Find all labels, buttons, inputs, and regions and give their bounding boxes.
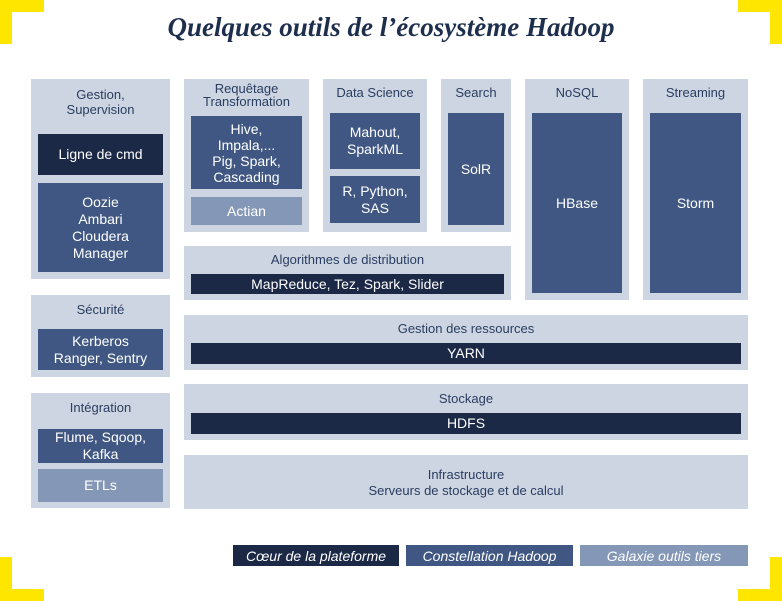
box-solr: SolR bbox=[448, 113, 504, 225]
panel-label: Stockage bbox=[438, 391, 494, 406]
panel-label: Data Science bbox=[336, 85, 414, 100]
panel-label: Algorithmes de distribution bbox=[270, 252, 425, 267]
panel-label: Requêtage Transformation bbox=[203, 81, 290, 109]
box-etls: ETLs bbox=[38, 469, 163, 502]
panel-label: Search bbox=[455, 85, 497, 100]
box-actian: Actian bbox=[191, 197, 302, 225]
box-hdfs: HDFS bbox=[191, 413, 741, 434]
box-kerberos: Kerberos Ranger, Sentry bbox=[38, 329, 163, 370]
panel-label: Infrastructure Serveurs de stockage et d… bbox=[368, 467, 564, 498]
panel-label: Gestion, Supervision bbox=[66, 87, 135, 117]
legend-galaxie: Galaxie outils tiers bbox=[580, 545, 748, 566]
legend-constellation: Constellation Hadoop bbox=[406, 545, 573, 566]
box-r-python-sas: R, Python, SAS bbox=[330, 176, 420, 223]
panel-label: Gestion des ressources bbox=[397, 321, 535, 336]
panel-nosql: NoSQL HBase bbox=[525, 79, 629, 300]
box-mahout-sparkml: Mahout, SparkML bbox=[330, 113, 420, 169]
panel-gestion: Gestion, Supervision Ligne de cmd Oozie … bbox=[31, 79, 170, 279]
panel-label: Intégration bbox=[69, 400, 132, 415]
diagram-title: Quelques outils de l’écosystème Hadoop bbox=[167, 12, 615, 42]
box-ligne-de-cmd: Ligne de cmd bbox=[38, 134, 163, 175]
panel-streaming: Streaming Storm bbox=[643, 79, 748, 300]
panel-label: NoSQL bbox=[555, 85, 599, 100]
panel-label: Streaming bbox=[665, 85, 726, 100]
corner-top-left bbox=[0, 0, 12, 44]
box-yarn: YARN bbox=[191, 343, 741, 364]
box-oozie-ambari: Oozie Ambari Cloudera Manager bbox=[38, 183, 163, 272]
panel-infrastructure: Infrastructure Serveurs de stockage et d… bbox=[184, 455, 748, 509]
panel-data-science: Data Science Mahout, SparkML R, Python, … bbox=[323, 79, 427, 232]
panel-requetage: Requêtage Transformation Hive, Impala,..… bbox=[184, 79, 309, 232]
box-storm: Storm bbox=[650, 113, 741, 293]
box-flume-sqoop: Flume, Sqoop, Kafka bbox=[38, 429, 163, 463]
box-mapreduce: MapReduce, Tez, Spark, Slider bbox=[191, 274, 504, 294]
panel-stockage: Stockage HDFS bbox=[184, 384, 748, 440]
panel-search: Search SolR bbox=[441, 79, 511, 232]
legend-core: Cœur de la plateforme bbox=[233, 545, 399, 566]
box-hive-impala: Hive, Impala,... Pig, Spark, Cascading bbox=[191, 116, 302, 189]
panel-algorithmes: Algorithmes de distribution MapReduce, T… bbox=[184, 246, 511, 300]
corner-top-right bbox=[770, 0, 782, 44]
panel-label: Sécurité bbox=[76, 302, 125, 317]
corner-bottom-left bbox=[0, 557, 12, 601]
box-hbase: HBase bbox=[532, 113, 622, 293]
panel-ressources: Gestion des ressources YARN bbox=[184, 315, 748, 370]
panel-securite: Sécurité Kerberos Ranger, Sentry bbox=[31, 295, 170, 377]
panel-integration: Intégration Flume, Sqoop, Kafka ETLs bbox=[31, 393, 170, 508]
corner-bottom-right bbox=[770, 557, 782, 601]
